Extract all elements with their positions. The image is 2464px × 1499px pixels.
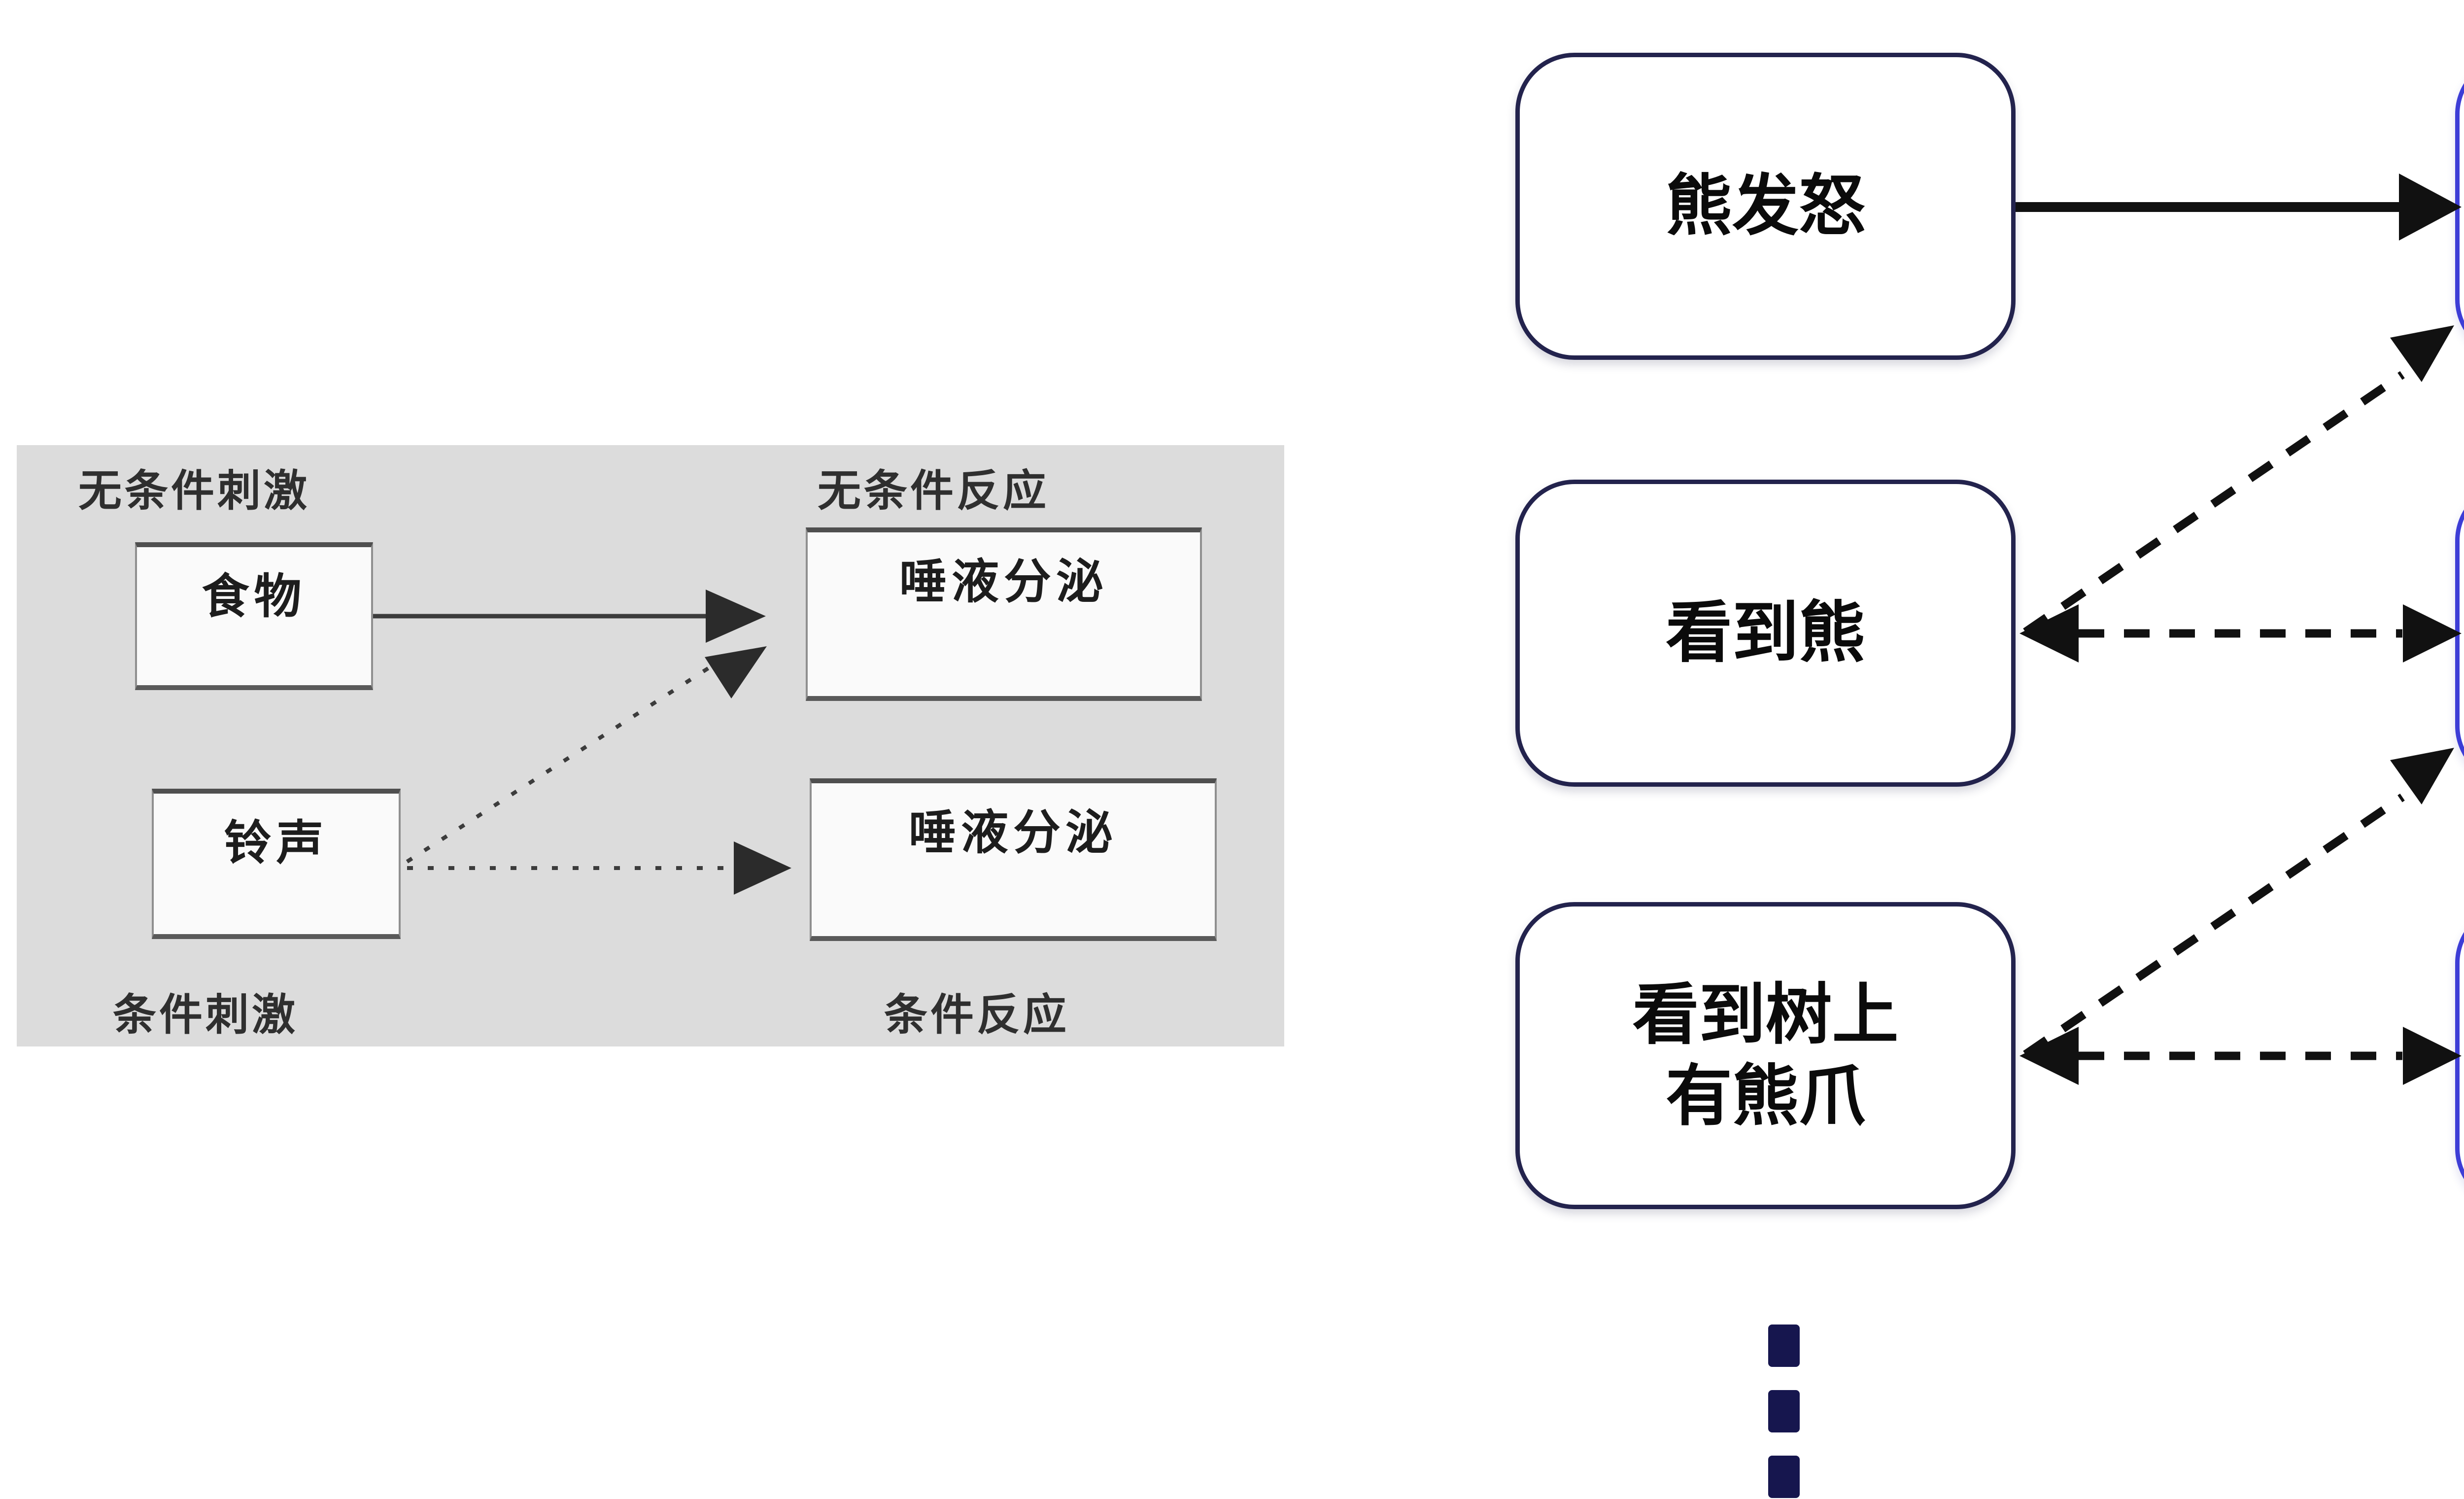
ellipsis-dot-states-2 bbox=[1768, 1390, 1800, 1432]
state-box-bear-angry: 熊发怒 bbox=[1515, 53, 2016, 360]
dashed-diagonal-see-bear-to-reward bbox=[2023, 325, 2454, 636]
box-saliva-unconditioned: 唾液分泌 bbox=[806, 527, 1202, 701]
dashed-arrow-see-claws-vs bbox=[2019, 1027, 2462, 1085]
dashed-arrow-see-bear-vs-prime bbox=[2019, 604, 2462, 662]
solid-arrow-bear-to-reward bbox=[2016, 174, 2462, 241]
label-conditioned-stimulus: 条件刺激 bbox=[113, 990, 299, 1039]
pavlov-solid-arrow bbox=[373, 590, 766, 643]
pavlov-dotted-horizontal-arrow bbox=[407, 841, 791, 895]
ellipsis-dot-states-3 bbox=[1768, 1456, 1800, 1498]
rl-arrows bbox=[2016, 174, 2462, 1085]
state-box-see-claws: 看到树上 有熊爪 bbox=[1515, 902, 2016, 1209]
pavlov-panel: 无条件刺激 无条件反应 条件刺激 条件反应 食物 唾液分泌 铃声 唾液分泌 bbox=[17, 445, 1284, 1046]
box-saliva-conditioned: 唾液分泌 bbox=[810, 778, 1217, 941]
label-unconditioned-stimulus: 无条件刺激 bbox=[78, 466, 310, 515]
pavlov-dotted-diagonal-arrow bbox=[406, 646, 767, 864]
box-bell: 铃声 bbox=[152, 789, 401, 939]
state-box-see-bear: 看到熊 bbox=[1515, 480, 2016, 787]
label-conditioned-response: 条件反应 bbox=[884, 990, 1070, 1039]
pavlov-arrows bbox=[373, 590, 791, 895]
label-unconditioned-response: 无条件反应 bbox=[818, 466, 1050, 515]
box-food: 食物 bbox=[135, 542, 373, 690]
ellipsis-dot-states-1 bbox=[1768, 1325, 1800, 1367]
dashed-diagonal-see-claws-to-vs-prime bbox=[2023, 748, 2454, 1058]
